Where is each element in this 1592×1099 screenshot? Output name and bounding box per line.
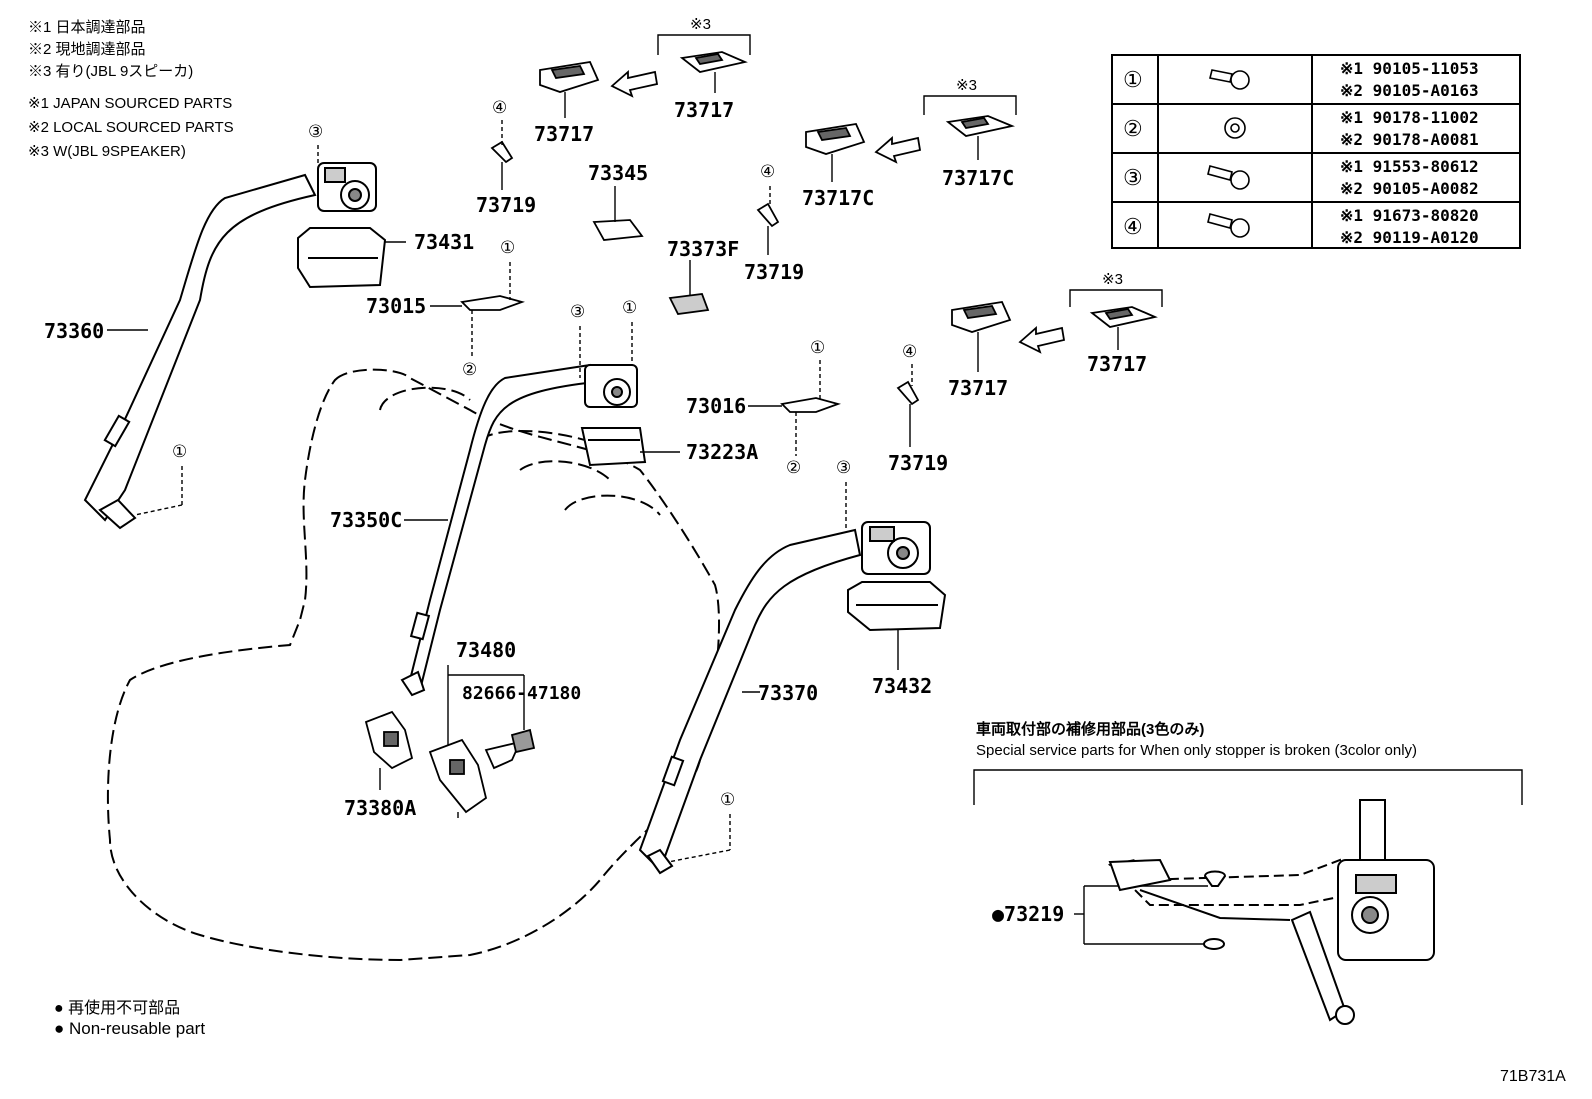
belts [83, 173, 862, 875]
ref-1-bracket-a: ① [500, 238, 516, 257]
ref-4-clip-a: ④ [492, 98, 508, 117]
ref-1-center-retractor: ① [622, 298, 638, 317]
table-row-2-local: ※2 90178-A0081 [1340, 130, 1479, 149]
retractors [297, 162, 947, 632]
table-row-3-local: ※2 90105-A0082 [1340, 179, 1479, 198]
part-73717-c: 73717 [948, 376, 1009, 400]
ref-3-right-retractor: ③ [836, 458, 852, 477]
table-ref-2: ② [1123, 116, 1143, 141]
leader-lines [107, 34, 1523, 945]
table-ref-4: ④ [1123, 214, 1143, 239]
part-73717-b: 73717 [674, 98, 735, 122]
fastener-table [1111, 54, 1521, 249]
ref-2-bracket-a: ② [462, 360, 478, 379]
ref-4-clip-b: ④ [760, 162, 776, 181]
ref-1-left-anchor: ① [172, 442, 188, 461]
special-title-en: Special service parts for When only stop… [976, 742, 1418, 759]
note-en-1: ※1 JAPAN SOURCED PARTS [28, 95, 233, 112]
ref-1-right-anchor: ① [720, 790, 736, 809]
part-73219: ●73219 [992, 902, 1065, 926]
table-ref-1: ① [1123, 67, 1143, 92]
part-73431: 73431 [414, 230, 475, 254]
ref-3-left-retractor: ③ [308, 122, 324, 141]
part-73370: 73370 [758, 681, 819, 705]
table-row-1-local: ※2 90105-A0163 [1340, 81, 1479, 100]
part-73719-a: 73719 [476, 193, 537, 217]
part-73717-a: 73717 [534, 122, 595, 146]
note-en-2: ※2 LOCAL SOURCED PARTS [28, 119, 234, 136]
part-82666-47180: 82666-47180 [462, 683, 582, 704]
part-73015: 73015 [366, 294, 427, 318]
arrows [610, 70, 1066, 354]
table-row-1-jp: ※1 90105-11053 [1340, 59, 1479, 78]
table-row-2-jp: ※1 90178-11002 [1340, 108, 1479, 127]
ref-2-bracket-b: ② [786, 458, 802, 477]
part-73345: 73345 [588, 161, 649, 185]
table-row-3-jp: ※1 91553-80612 [1340, 157, 1479, 176]
part-73373f: 73373F [667, 237, 740, 261]
table-row-4-jp: ※1 91673-80820 [1340, 206, 1479, 225]
part-73717-d: 73717 [1087, 352, 1148, 376]
ref-1-bracket-b: ① [810, 338, 826, 357]
table-row-4-local: ※2 90119-A0120 [1340, 228, 1479, 247]
part-73223a: 73223A [686, 440, 759, 464]
part-73350c: 73350C [330, 508, 403, 532]
ref-3-center-retractor: ③ [570, 302, 586, 321]
part-73016: 73016 [686, 394, 747, 418]
table-ref-3: ③ [1123, 165, 1143, 190]
note-en-3: ※3 W(JBL 9SPEAKER) [28, 143, 186, 160]
small-parts [364, 51, 1158, 814]
part-73717c-b: 73717C [942, 166, 1015, 190]
special-title-jp: 車両取付部の補修用部品(3色のみ) [976, 721, 1205, 738]
legend-en: ● Non-reusable part [54, 1019, 206, 1038]
note-jp-2: ※2 現地調達部品 [28, 41, 146, 58]
dashed-leaders [134, 120, 913, 863]
part-73360: 73360 [44, 319, 105, 343]
part-73719-b: 73719 [744, 260, 805, 284]
part-73719-c: 73719 [888, 451, 949, 475]
part-73380a: 73380A [344, 796, 417, 820]
fastener-icons [1207, 69, 1250, 238]
mark-jbl-3: ※3 [1102, 271, 1123, 288]
mark-jbl-1: ※3 [690, 16, 711, 33]
part-73480: 73480 [456, 638, 517, 662]
note-jp-3: ※3 有り(JBL 9スピーカ) [28, 63, 194, 80]
diagram-id: 71B731A [1500, 1068, 1566, 1085]
note-jp-1: ※1 日本調達部品 [28, 19, 146, 36]
mark-jbl-2: ※3 [956, 77, 977, 94]
part-73717c-a: 73717C [802, 186, 875, 210]
special-inset [1107, 799, 1435, 1025]
legend-jp: ● 再使用不可部品 [54, 1000, 181, 1017]
part-73432: 73432 [872, 674, 933, 698]
ref-4-clip-c: ④ [902, 342, 918, 361]
